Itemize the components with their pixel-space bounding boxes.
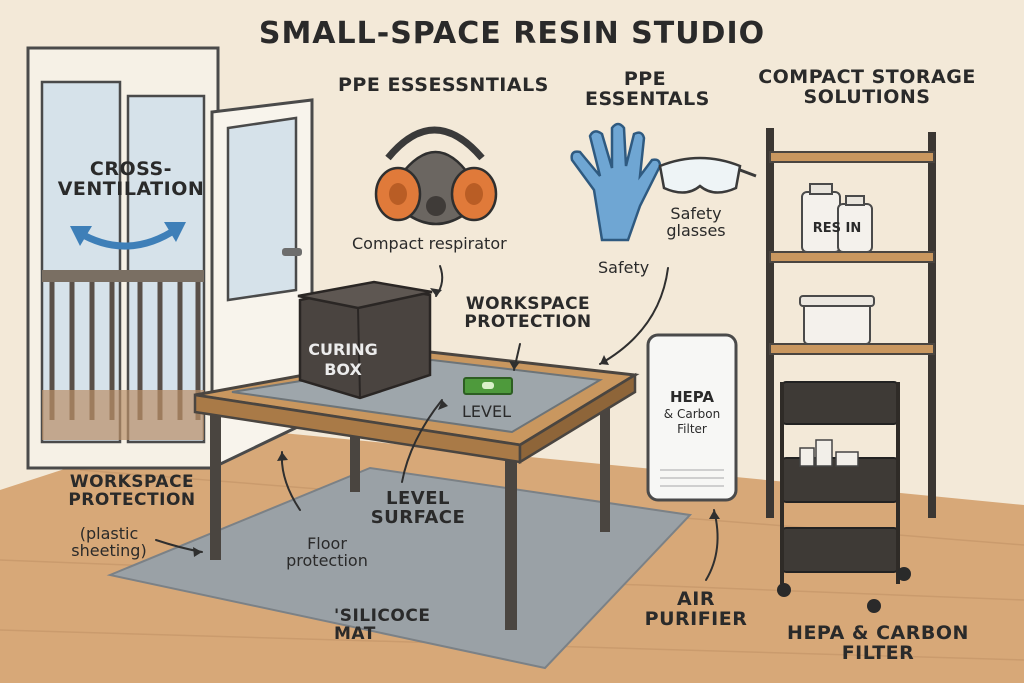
respirator <box>374 126 498 226</box>
plastic-line-2: sheeting) <box>71 540 147 560</box>
workspace-top-line-2: PROTECTION <box>464 311 592 332</box>
filter-line-1: HEPA & CARBON <box>787 622 969 644</box>
rolling-cart <box>777 381 911 613</box>
safety-label: Safety <box>598 258 650 277</box>
glasses-line-2: glasses <box>666 220 726 240</box>
workspace-protection-top-label: WORKSPACE PROTECTION <box>440 294 616 332</box>
compact-storage-label: COMPACT STORAGE SOLUTIONS <box>752 66 982 108</box>
safety-glasses <box>658 156 757 194</box>
plastic-sheeting-label: (plastic sheeting) <box>54 524 164 560</box>
storage-line-2: SOLUTIONS <box>803 85 931 108</box>
workspace-left-line-2: PROTECTION <box>68 489 196 510</box>
curing-box <box>297 280 433 400</box>
resin-part-2: IN <box>845 221 862 236</box>
hepa-line-1: HEPA <box>669 388 715 406</box>
level-surface-line-1: LEVEL <box>386 488 450 509</box>
ppe-right-line-2: ESSENTALS <box>585 87 710 110</box>
mat-line-2: MAT <box>334 623 376 644</box>
ventilation-line-2: VENTILATION <box>57 177 205 200</box>
purifier-panel-label: HEPA & Carbon Filter <box>648 388 736 437</box>
air-purifier <box>646 333 738 502</box>
glove <box>570 122 662 242</box>
mat-line-1: 'SILICOCE <box>334 606 431 626</box>
workspace-left-line-1: WORKSPACE <box>69 472 195 492</box>
storage-line-1: COMPACT STORAGE <box>758 66 976 88</box>
respirator-label: Compact respirator <box>352 234 507 253</box>
air-line-1: AIR <box>677 588 715 610</box>
level-surface-line-2: SURFACE <box>370 506 466 528</box>
curing-box-label: CURING BOX <box>302 340 384 380</box>
hepa-line-3: Filter <box>677 421 707 436</box>
plastic-line-1: (plastic <box>79 524 139 543</box>
level-surface-label: LEVEL SURFACE <box>370 488 466 528</box>
cross-ventilation-label: CROSS- VENTILATION <box>56 158 206 200</box>
air-purifier-label: AIR PURIFIER <box>636 588 756 630</box>
level-tool-label: LEVEL <box>462 402 511 421</box>
ppe-essentials-right-label: PPE ESSENTALS <box>585 68 710 110</box>
silicone-mat-label: 'SILICOCE MAT <box>334 606 444 644</box>
hepa-line-2: & Carbon <box>663 406 721 421</box>
floor-mat <box>106 466 693 670</box>
ppe-essentials-left-label: PPE ESSESSNTIALS <box>338 74 549 96</box>
floor-protection-label: Floor protection <box>282 534 372 570</box>
workspace-top-line-1: WORKSPACE <box>465 294 591 314</box>
glasses-line-1: Safety <box>670 204 722 223</box>
filter-line-2: FILTER <box>841 641 915 664</box>
safety-glasses-label: Safety glasses <box>660 204 732 240</box>
floor-line-2: protection <box>286 550 368 570</box>
shelving-unit <box>766 128 936 518</box>
resin-bottle-label: RES IN <box>802 222 872 236</box>
curing-line-2: BOX <box>324 360 362 379</box>
interior-door <box>210 98 314 471</box>
level-tool <box>463 377 513 395</box>
floor-line-1: Floor <box>307 534 347 553</box>
ventilation-line-1: CROSS- <box>89 158 173 180</box>
ppe-right-line-1: PPE <box>623 68 667 90</box>
page-title: SMALL-SPACE RESIN STUDIO <box>258 16 766 51</box>
hepa-carbon-filter-label: HEPA & CARBON FILTER <box>778 622 978 664</box>
resin-part-1: RES <box>812 221 841 236</box>
workspace-protection-left-label: WORKSPACE PROTECTION <box>62 472 202 510</box>
air-line-2: PURIFIER <box>644 607 748 630</box>
balcony-door <box>26 46 220 470</box>
curing-line-1: CURING <box>308 340 378 359</box>
